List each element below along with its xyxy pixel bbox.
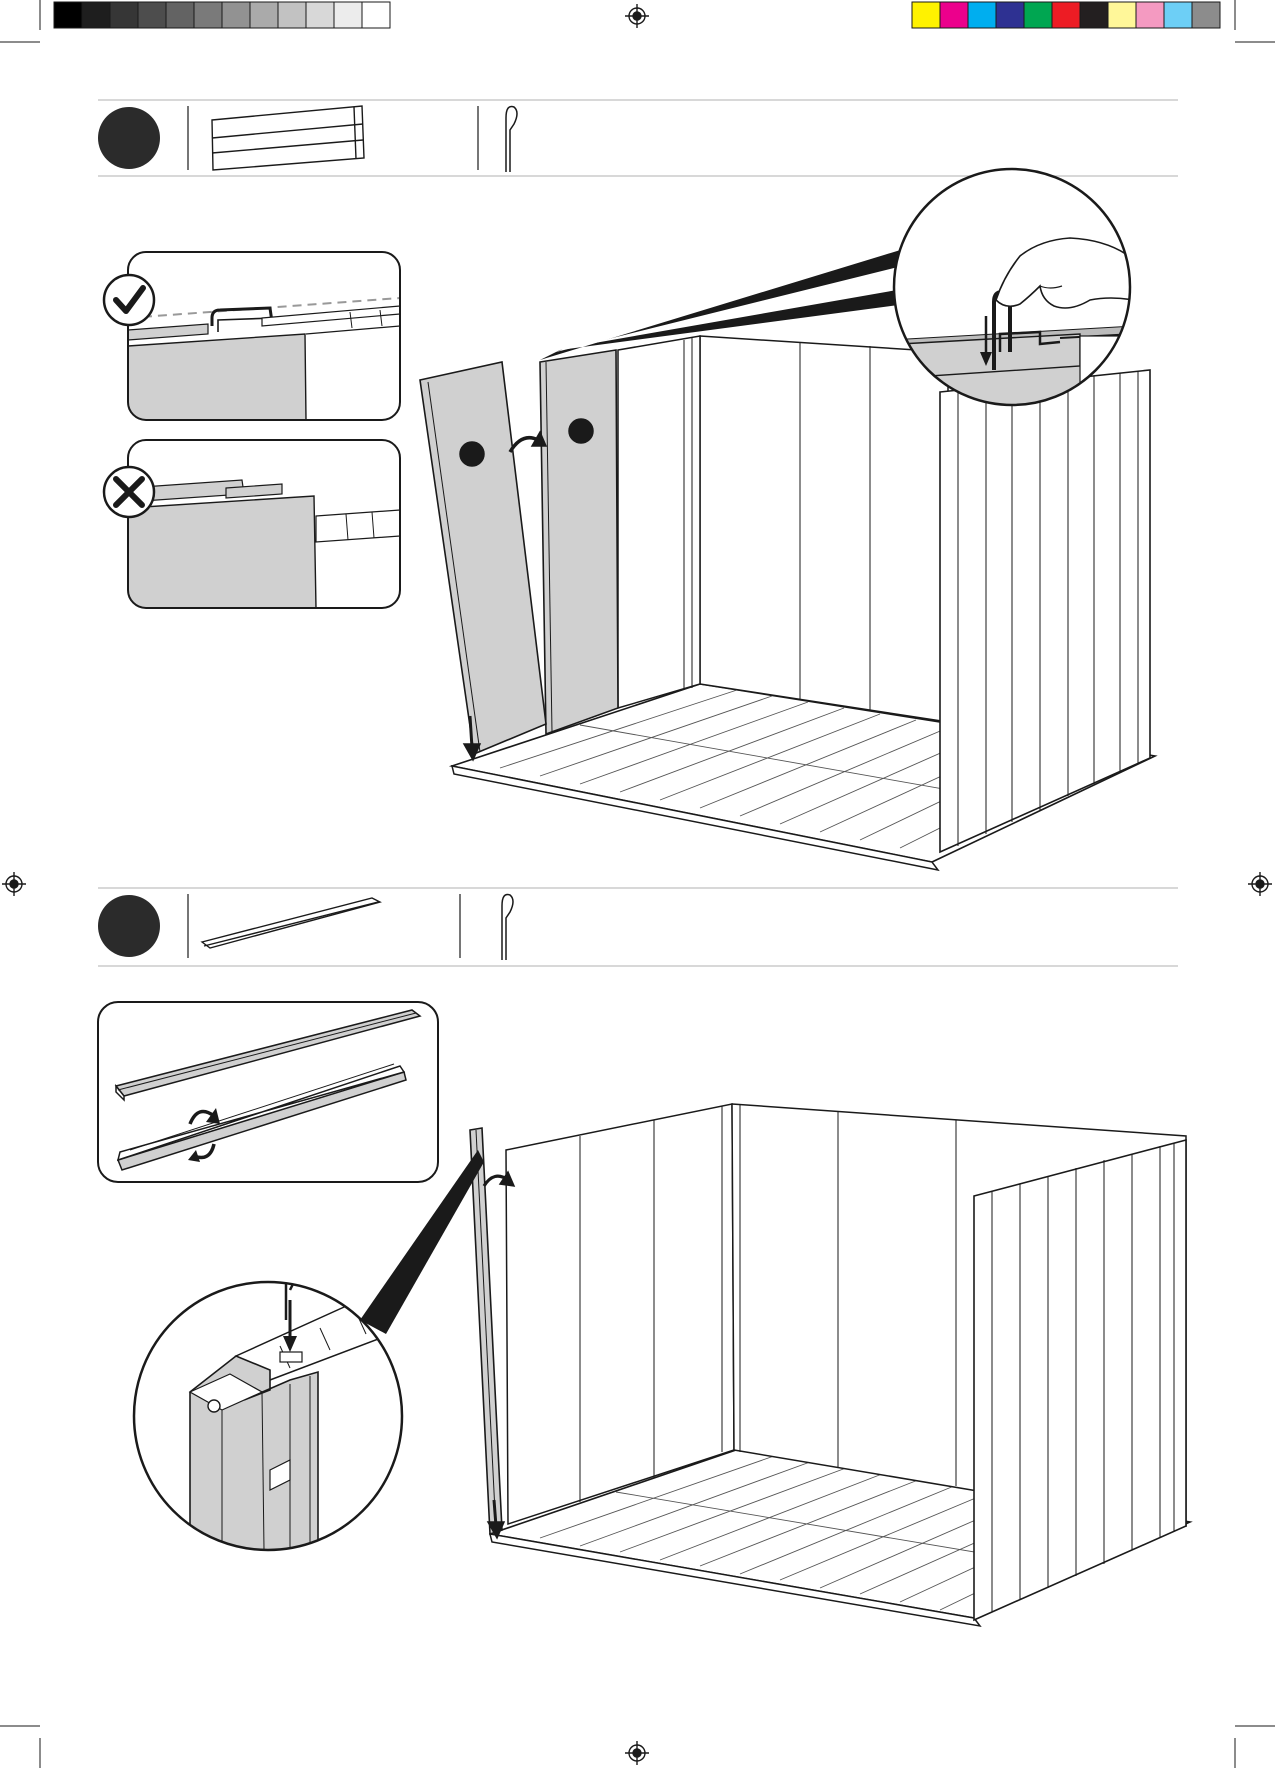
color-swatch bbox=[1136, 2, 1164, 28]
color-swatch bbox=[1192, 2, 1220, 28]
color-swatch bbox=[1108, 2, 1136, 28]
wall-panel-b bbox=[540, 350, 618, 734]
color-swatch bbox=[362, 2, 390, 28]
step-2-shed-illustration bbox=[470, 1104, 1190, 1626]
back-wall bbox=[700, 336, 948, 722]
gray-color-bar bbox=[54, 2, 390, 28]
clip-part-icon bbox=[506, 106, 517, 172]
color-swatch bbox=[968, 2, 996, 28]
color-swatch bbox=[278, 2, 306, 28]
color-swatch bbox=[138, 2, 166, 28]
color-swatch bbox=[166, 2, 194, 28]
profile-orientation-inset bbox=[98, 1002, 438, 1182]
color-swatch bbox=[940, 2, 968, 28]
color-swatch bbox=[912, 2, 940, 28]
registration-mark-bottom bbox=[625, 1741, 649, 1765]
wall-panel-part-icon bbox=[212, 106, 364, 170]
color-swatch bbox=[1164, 2, 1192, 28]
right-wall-2 bbox=[974, 1140, 1186, 1620]
registration-mark-left bbox=[2, 872, 26, 896]
color-swatch bbox=[1052, 2, 1080, 28]
color-swatch bbox=[996, 2, 1024, 28]
color-swatch bbox=[222, 2, 250, 28]
registration-mark-right bbox=[1248, 872, 1272, 896]
color-swatch bbox=[306, 2, 334, 28]
detail-magnifier-b bbox=[134, 1265, 402, 1550]
color-swatch bbox=[54, 2, 82, 28]
left-wall-2 bbox=[506, 1104, 734, 1524]
color-swatch bbox=[194, 2, 222, 28]
corner-profile-part-icon bbox=[202, 898, 380, 948]
right-wall bbox=[940, 370, 1150, 852]
clip-part-icon-2 bbox=[502, 894, 513, 960]
correct-inset bbox=[104, 252, 400, 420]
color-swatch bbox=[110, 2, 138, 28]
incorrect-inset bbox=[104, 440, 400, 608]
panel-a-marker bbox=[460, 442, 484, 466]
step-1-number-circle bbox=[98, 107, 160, 169]
color-swatch bbox=[1080, 2, 1108, 28]
panel-b-marker bbox=[569, 419, 593, 443]
process-color-bar bbox=[912, 2, 1220, 28]
left-wall bbox=[618, 336, 700, 708]
color-swatch bbox=[250, 2, 278, 28]
step-2-header bbox=[98, 888, 1178, 966]
registration-mark-top bbox=[625, 4, 649, 28]
wall-panel-a bbox=[420, 362, 546, 754]
step-2-number-circle bbox=[98, 895, 160, 957]
color-swatch bbox=[334, 2, 362, 28]
step-1-header bbox=[98, 100, 1178, 176]
color-swatch bbox=[1024, 2, 1052, 28]
color-swatch bbox=[82, 2, 110, 28]
step-1-shed-illustration bbox=[420, 336, 1155, 870]
